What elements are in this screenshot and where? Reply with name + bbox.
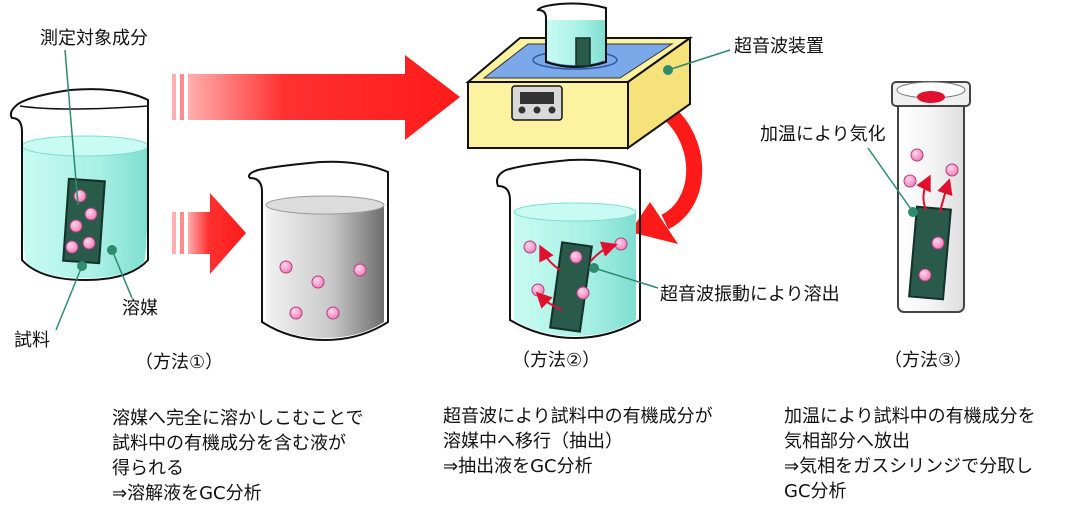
component-dot xyxy=(910,148,924,162)
component-dot xyxy=(569,250,583,264)
component-dot xyxy=(73,189,87,203)
description-method1: 溶媒へ完全に溶かしこむことで 試料中の有機成分を含む液が 得られる ⇒溶解液をG… xyxy=(112,406,363,506)
component-dot xyxy=(903,174,917,188)
component-dot xyxy=(65,240,79,254)
caption-method2: （方法②） xyxy=(512,350,601,371)
sample-piece xyxy=(908,205,952,301)
description-line: ⇒気相をガスシリンジで分取し xyxy=(784,456,1034,477)
component-dot xyxy=(576,286,590,300)
description-line: ⇒抽出液をGC分析 xyxy=(443,456,593,477)
description-line: 気相部分へ放出 xyxy=(784,431,910,452)
description-line: 溶媒へ完全に溶かしこむことで xyxy=(112,408,364,429)
label-heat-vaporize: 加温により気化 xyxy=(760,124,886,145)
description-line: 溶媒中へ移行（抽出） xyxy=(443,431,623,452)
label-target-component: 測定対象成分 xyxy=(40,28,148,49)
vial-cap-septum xyxy=(917,91,945,103)
component-dot xyxy=(931,236,945,250)
component-dot xyxy=(84,207,98,221)
component-dot xyxy=(614,237,628,251)
description-line: 超音波により試料中の有機成分が xyxy=(443,406,713,427)
component-dot xyxy=(279,260,293,274)
component-dot xyxy=(531,283,545,297)
caption-method3: （方法③） xyxy=(884,350,973,371)
label-ultrasonic-elute: 超音波振動により溶出 xyxy=(660,284,840,305)
label-sample: 試料 xyxy=(14,330,50,351)
headspace-vial xyxy=(867,81,971,313)
component-dot xyxy=(945,163,959,177)
component-dot xyxy=(523,240,537,254)
ultrasonic-device xyxy=(465,2,731,150)
description-line: 試料中の有機成分を含む液が xyxy=(112,433,346,454)
curved-arrow-down xyxy=(630,110,703,244)
component-dot xyxy=(353,263,367,277)
beaker-sample-solvent xyxy=(9,49,149,331)
component-dot xyxy=(918,268,932,282)
label-ultrasonic-device: 超音波装置 xyxy=(734,36,824,57)
component-dot xyxy=(326,306,340,320)
description-line: 得られる xyxy=(112,458,184,479)
transfer-arrow-top xyxy=(172,55,460,140)
component-dot xyxy=(69,219,83,233)
description-line: 加温により試料中の有機成分を xyxy=(784,406,1036,427)
caption-method1: （方法①） xyxy=(135,352,224,373)
beaker-dissolved xyxy=(248,160,389,342)
component-dot xyxy=(82,236,96,250)
description-method3: 加温により試料中の有機成分を 気相部分へ放出 ⇒気相をガスシリンジで分取し GC… xyxy=(784,404,1036,504)
description-line: ⇒溶解液をGC分析 xyxy=(112,483,262,504)
description-line: GC分析 xyxy=(784,481,847,502)
component-dot xyxy=(289,306,303,320)
description-method2: 超音波により試料中の有機成分が 溶媒中へ移行（抽出） ⇒抽出液をGC分析 xyxy=(443,404,713,479)
transfer-arrow-method1 xyxy=(172,193,246,274)
label-solvent: 溶媒 xyxy=(122,298,158,319)
beaker-extraction xyxy=(496,158,659,340)
component-dot xyxy=(311,275,325,289)
